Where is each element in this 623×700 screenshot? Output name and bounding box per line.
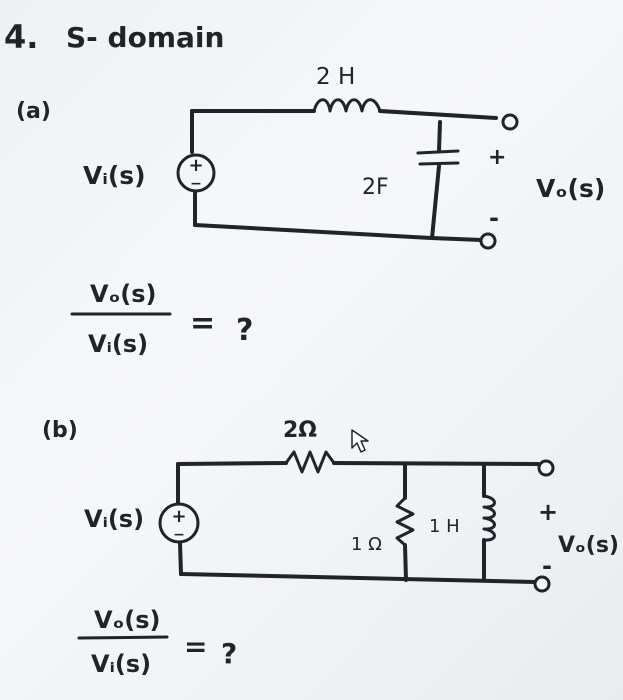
part-b-top-left-wire	[176, 461, 288, 466]
part-a-capacitor-label: 2F	[362, 175, 389, 200]
part-b-output-terminal-top	[537, 459, 555, 477]
part-a-source-label: Vᵢ(s)	[83, 161, 146, 190]
part-b-shunt-resistor-bottom-lead	[403, 543, 408, 582]
part-a-top-right-wire	[378, 109, 498, 120]
part-b-equals: =	[184, 630, 207, 663]
part-b-inductor	[482, 494, 496, 542]
part-a-bottom-wire	[193, 223, 484, 242]
part-b-source-plus: +	[171, 506, 186, 527]
part-b-output-plus: +	[538, 498, 558, 526]
part-b-top-right-wire	[332, 461, 540, 466]
part-b-source-minus: −	[173, 527, 185, 543]
part-b-shunt-resistor-label: 1 Ω	[351, 534, 382, 555]
part-b-output-minus: -	[542, 552, 552, 580]
part-a-equals: =	[190, 306, 215, 341]
part-b-transfer-function: Vₒ(s) Vᵢ(s) = ?	[77, 606, 237, 678]
part-a-circuit: + − 2 H 2F Vᵢ(s) + - Vₒ(s)	[83, 64, 605, 250]
part-b-left-lower-wire	[178, 541, 183, 576]
part-a-output-terminal-top	[501, 113, 519, 131]
part-a-source-minus: −	[190, 176, 202, 192]
part-a-voltage-source	[176, 153, 216, 193]
part-b-output-label: Vₒ(s)	[558, 533, 619, 558]
part-b-series-resistor-label: 2Ω	[283, 418, 317, 443]
part-a-source-plus: +	[188, 155, 203, 176]
part-b-tf-numerator: Vₒ(s)	[94, 606, 161, 634]
part-a-capacitor-top-lead	[437, 120, 442, 153]
cursor-icon	[351, 429, 369, 453]
part-b-shunt-resistor	[395, 496, 415, 547]
part-b-question: ?	[221, 637, 237, 670]
problem-number: 4.	[4, 18, 38, 56]
part-b-fraction-bar	[77, 635, 169, 640]
part-a-inductor	[312, 98, 382, 113]
part-a-transfer-function: Vₒ(s) Vᵢ(s) = ?	[70, 280, 253, 358]
part-a-tf-denominator: Vᵢ(s)	[88, 330, 148, 358]
part-a-capacitor	[416, 149, 460, 166]
part-a-output-label: Vₒ(s)	[536, 174, 605, 203]
part-b-source-label: Vᵢ(s)	[84, 505, 144, 533]
part-a-capacitor-bottom-lead	[430, 164, 441, 240]
problem-title: S- domain	[66, 21, 224, 54]
part-a-output-plus: +	[488, 145, 506, 170]
part-a-output-terminal-bottom	[479, 232, 497, 250]
part-a-output-minus: -	[489, 204, 499, 232]
part-b-inductor-label: 1 H	[429, 516, 460, 537]
part-b-circuit: + − 2Ω 1 Ω 1 H Vᵢ(s) + - Vₒ(s)	[84, 418, 619, 593]
part-a-question: ?	[236, 313, 253, 348]
part-a-label: (a)	[16, 99, 51, 124]
part-b-series-resistor	[284, 450, 336, 474]
part-a-tf-numerator: Vₒ(s)	[90, 280, 157, 308]
part-b-bottom-wire	[179, 572, 536, 584]
part-b-label: (b)	[42, 418, 78, 443]
part-b-output-terminal-bottom	[533, 575, 551, 593]
part-b-tf-denominator: Vᵢ(s)	[91, 650, 151, 678]
part-a-inductor-label: 2 H	[316, 64, 355, 90]
